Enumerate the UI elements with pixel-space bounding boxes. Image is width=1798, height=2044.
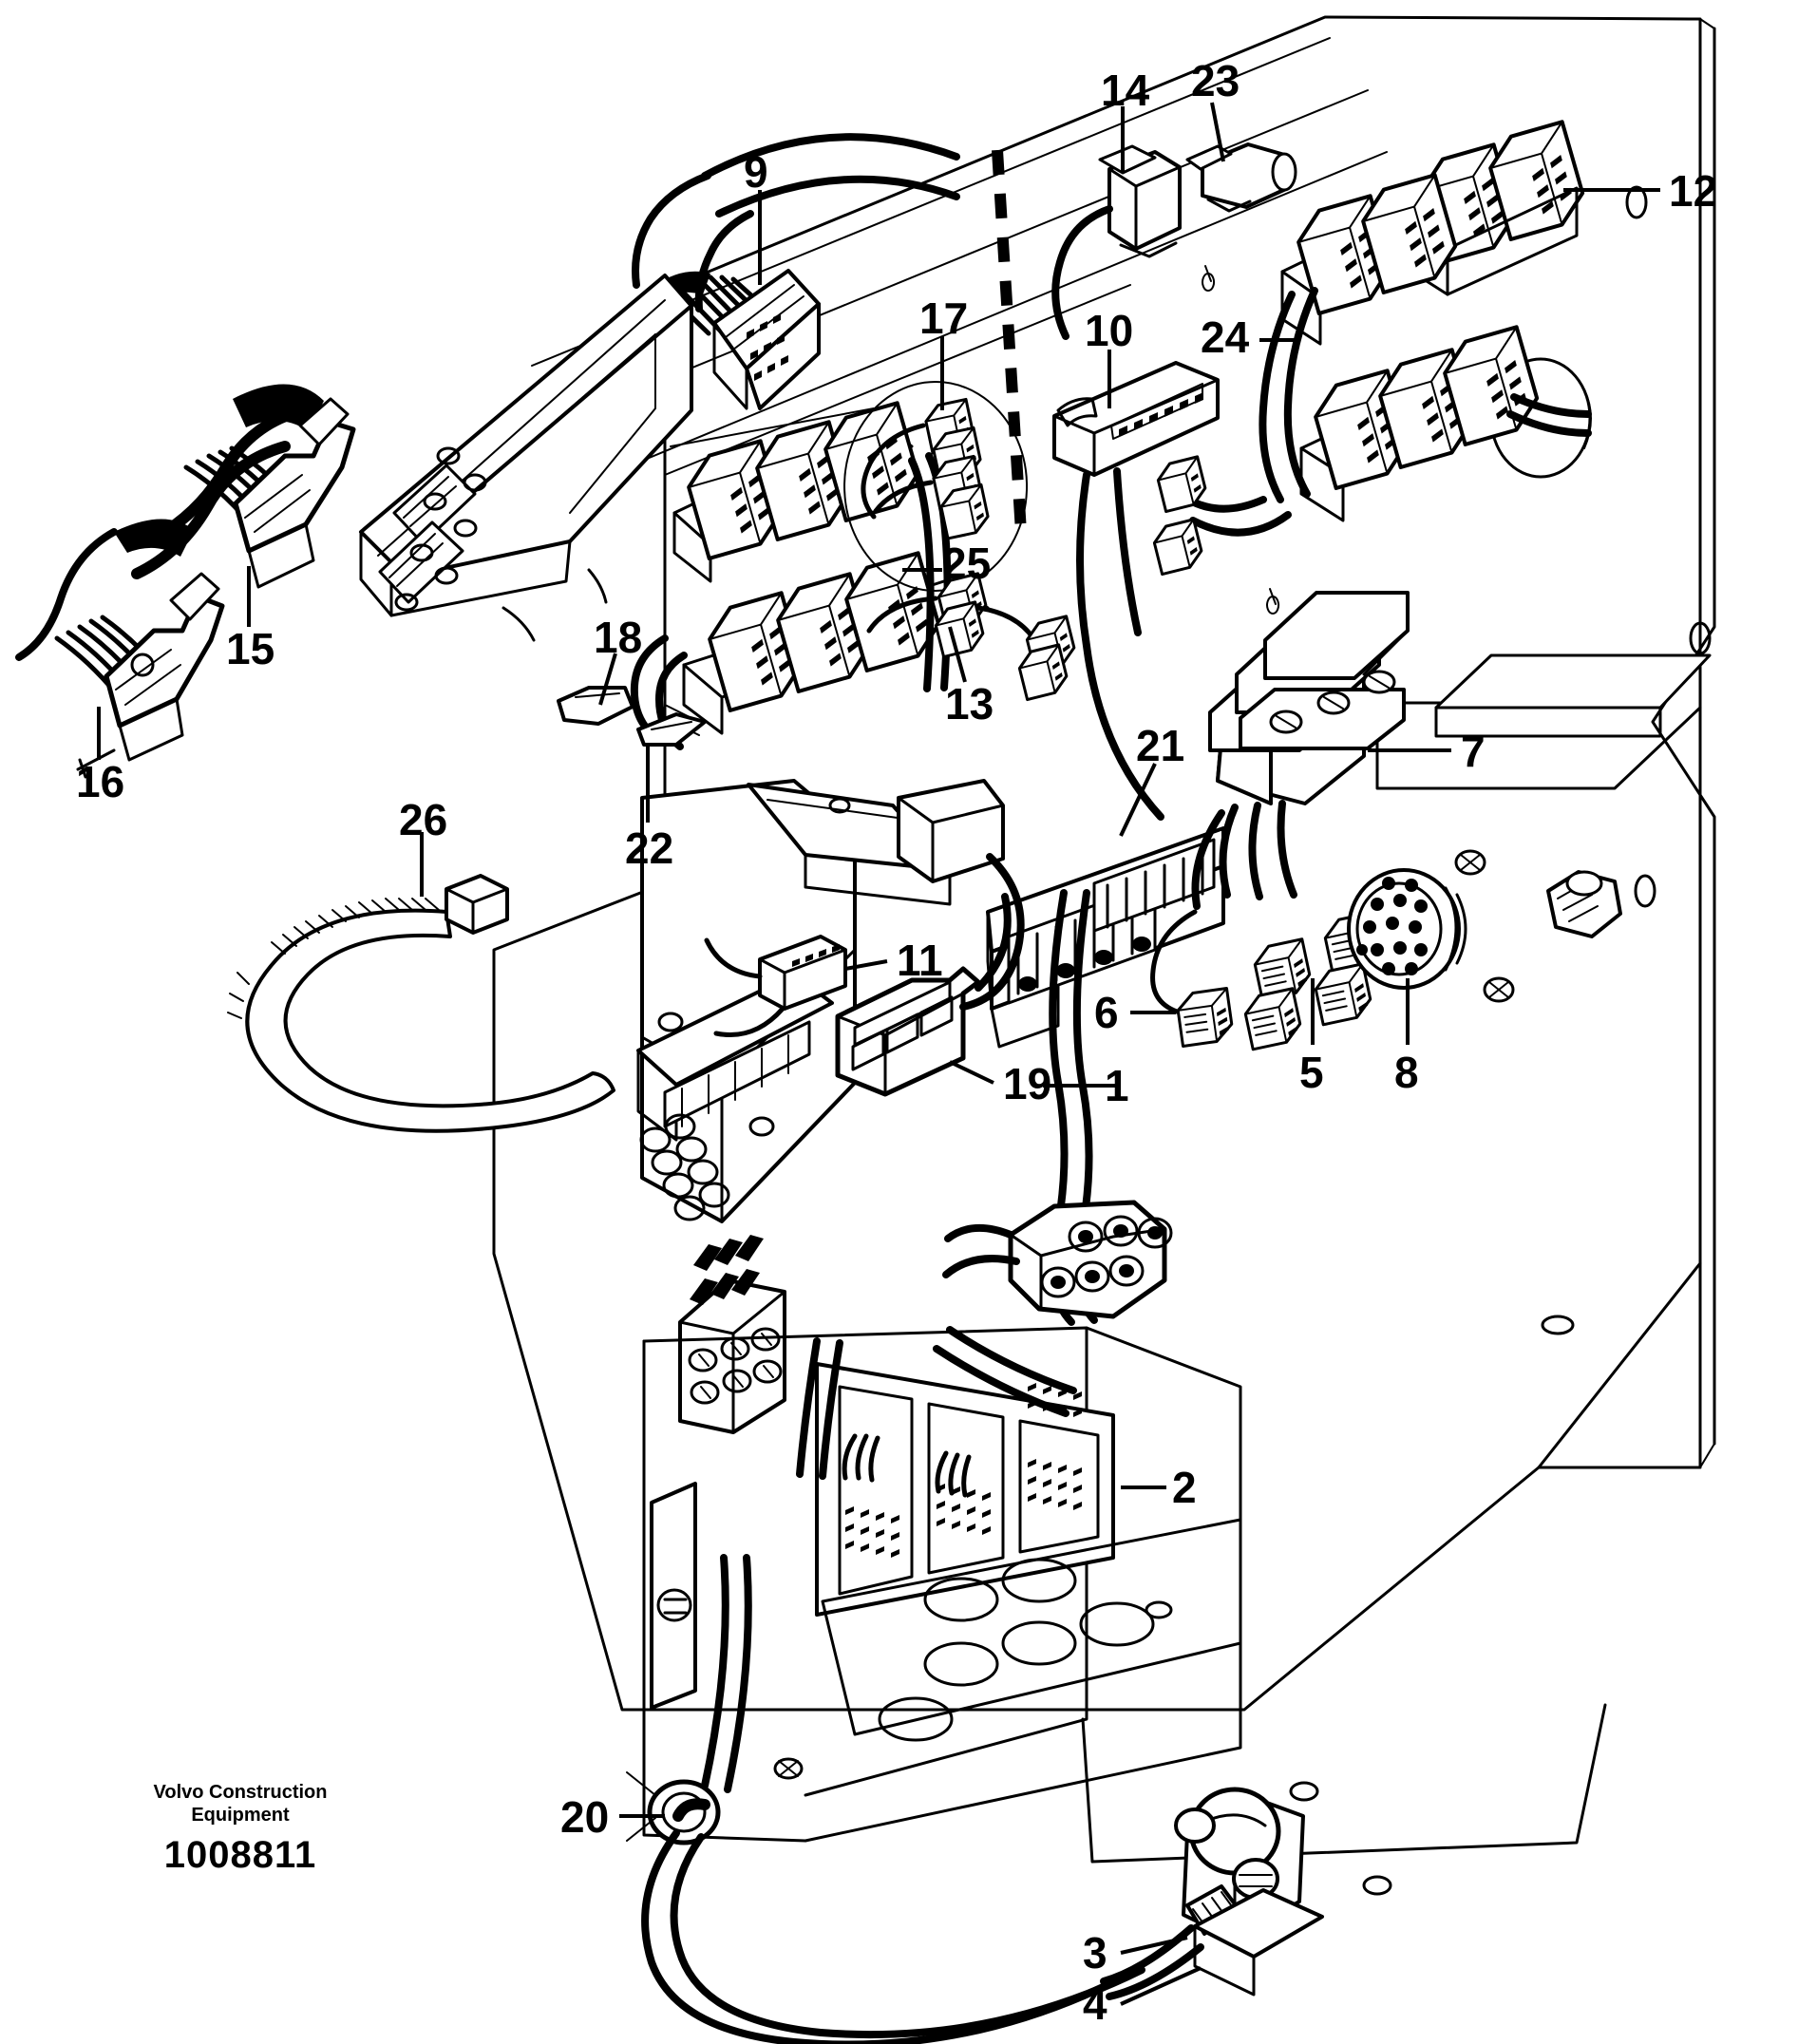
small-connectors-5-6 [1150,800,1385,1051]
callout-2: 2 [1172,1463,1197,1512]
grommet-plate [678,1235,786,1434]
ground-stud-assembly [1100,1787,1324,2000]
ecu-control-module [359,274,693,642]
callout-21: 21 [1136,721,1185,770]
callout-8: 8 [1394,1048,1419,1097]
center-controller-assembly [636,779,1025,1223]
fuse-box-21 [986,826,1225,1049]
relay-trio-24 [1149,287,1592,577]
callout-25: 25 [942,539,992,588]
round-connector-8 [1347,849,1622,1003]
callout-6: 6 [1094,988,1119,1037]
cable-clips [557,686,707,747]
callout-22: 22 [625,823,674,873]
leader-lines [97,102,1660,2006]
cable-tie-26 [227,874,615,1133]
harness-plugs-left [15,384,356,779]
callout-24: 24 [1201,312,1250,362]
flat-blade-connector-10 [1052,361,1220,821]
callout-7: 7 [1461,727,1486,776]
callout-26: 26 [399,795,448,844]
callout-19: 19 [1003,1059,1052,1108]
part-number: 1008811 [163,1834,317,1876]
main-mounting-panel [492,15,1716,1896]
round-pin-connector-mid [942,1200,1173,1319]
callout-3: 3 [1083,1928,1107,1978]
callout-5: 5 [1299,1048,1324,1097]
stacked-twin-connectors [843,381,1029,592]
callout-14: 14 [1101,66,1150,115]
ecu-ribbon-harness [632,133,960,410]
callout-10: 10 [1085,306,1134,355]
two-pin-connector-13 [866,572,1079,702]
component-14 [1051,144,1182,340]
callout-11: 11 [897,936,943,985]
brand-line-2: Equipment [191,1805,290,1826]
callout-13: 13 [945,679,994,729]
callout-4: 4 [1083,1979,1107,2029]
power-relay-bank-7 [1208,591,1410,805]
component-23 [1185,142,1297,213]
callout-20: 20 [560,1792,610,1842]
callout-12: 12 [1669,166,1718,216]
callout-23: 23 [1191,56,1240,105]
grommet-20 [626,1554,1145,2044]
callout-15: 15 [226,624,275,673]
callout-18: 18 [594,613,643,662]
callout-9: 9 [744,147,768,197]
callout-1: 1 [1105,1061,1129,1110]
relay-pair-upper-mid [1280,173,1465,346]
footer-block: Volvo Construction Equipment 1008811 [112,1781,369,1878]
callout-17: 17 [919,293,969,343]
callout-16: 16 [76,757,125,806]
brand-line-1: Volvo Construction [153,1782,328,1803]
dashed-reference-line [992,149,1027,533]
connector-block-2 [642,1326,1242,1843]
